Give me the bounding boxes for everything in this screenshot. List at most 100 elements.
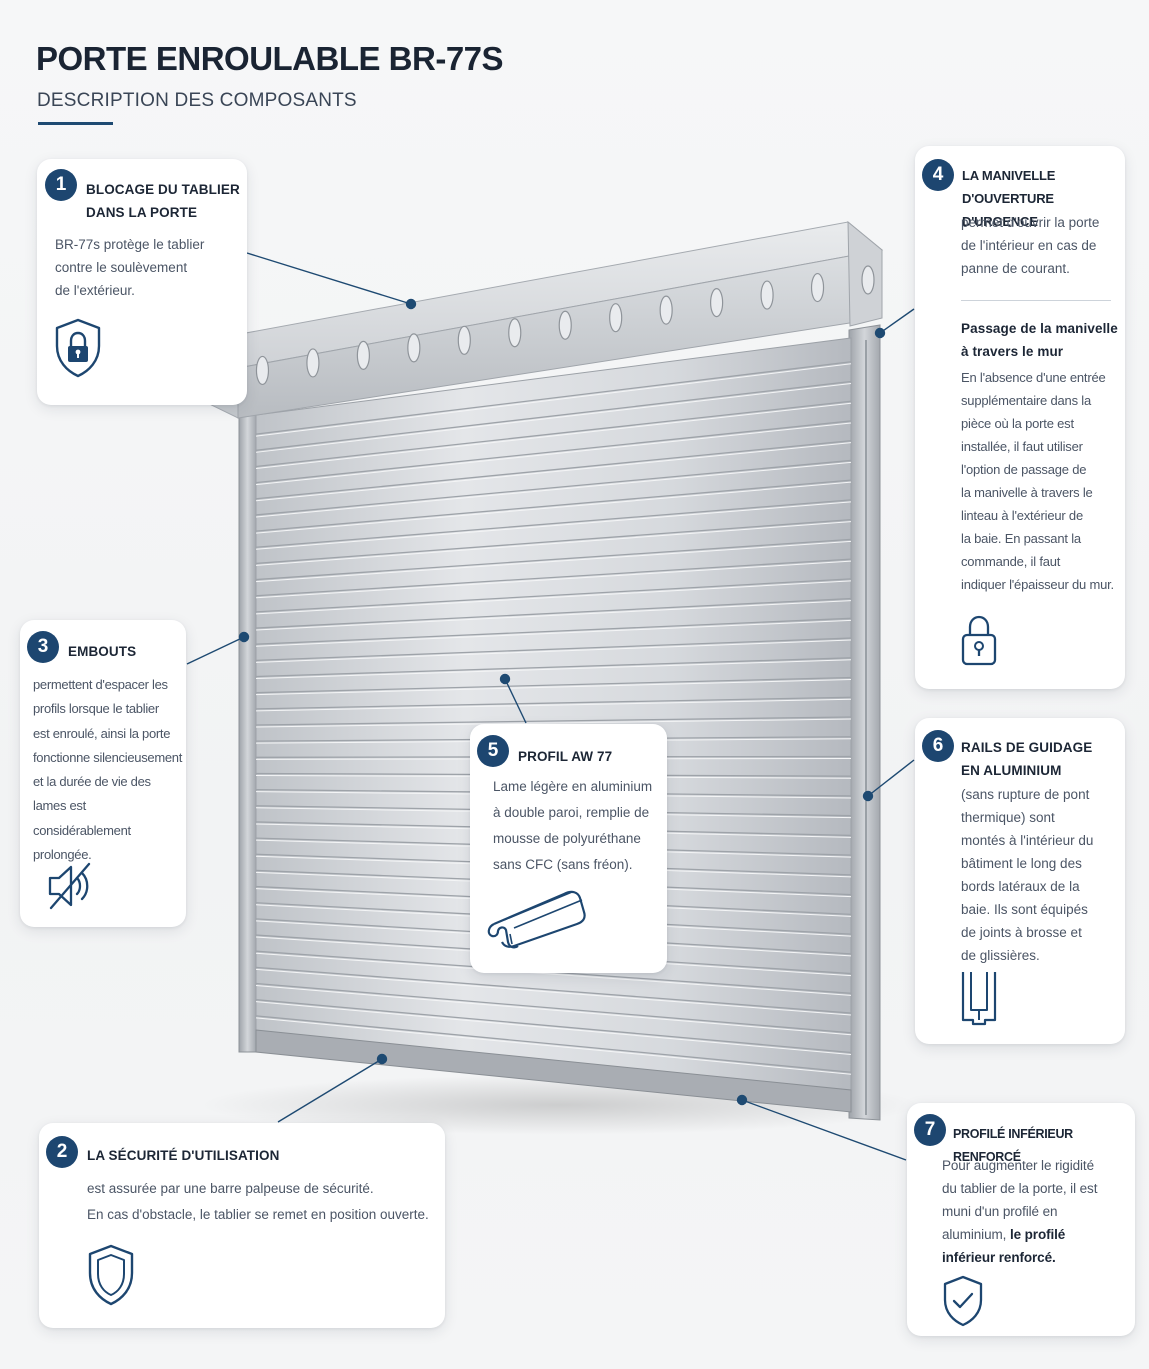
slat-highlight (255, 580, 852, 615)
leader-lines (186, 252, 915, 1161)
component-number-badge: 7 (914, 1114, 946, 1146)
component-card-6: 6 RAILS DE GUIDAGE EN ALUMINIUM (sans ru… (915, 718, 1125, 1044)
leader-line-1 (246, 252, 412, 305)
slat-highlight (255, 363, 852, 437)
component-number-badge: 1 (45, 169, 77, 201)
component-title: RAILS DE GUIDAGE EN ALUMINIUM (961, 740, 1093, 778)
slat-highlight (255, 985, 852, 1036)
shield-icon (88, 1244, 134, 1306)
leader-dot-4 (874, 327, 886, 339)
leader-dot-3 (238, 631, 250, 643)
roller-end-cap (407, 333, 421, 363)
leader-line-7 (741, 1099, 907, 1161)
page-subtitle: DESCRIPTION DES COMPOSANTS (37, 90, 357, 111)
component-title: PROFIL AW 77 (518, 749, 613, 764)
slat-groove (255, 459, 852, 516)
roller-end-cap (356, 340, 370, 370)
slat-highlight (255, 1001, 852, 1056)
title-underline (38, 122, 113, 125)
leader-line-3 (186, 636, 245, 665)
leader-dot-5 (499, 673, 511, 685)
leader-dot-6 (862, 790, 874, 802)
slat-groove (255, 361, 852, 435)
slat-groove (255, 617, 852, 645)
component-title: LA SÉCURITÉ D'UTILISATION (87, 1148, 280, 1163)
slat-highlight (255, 521, 852, 566)
slat-groove (255, 1015, 852, 1073)
slat-groove (255, 518, 852, 565)
slat-groove (255, 999, 852, 1054)
slat-groove (255, 400, 852, 468)
component-card-1: 1 BLOCAGE DU TABLIER DANS LA PORTE BR-77… (37, 159, 247, 405)
slat-highlight (255, 461, 852, 518)
component-card-4: 4 LA MANIVELLE D'OUVERTURE D'URGENCE per… (915, 146, 1125, 689)
leader-dot-1 (405, 298, 417, 310)
component-card-2: 2 LA SÉCURITÉ D'UTILISATION est assurée … (39, 1123, 445, 1328)
component-title: EMBOUTS (68, 644, 137, 659)
roller-end-cap (609, 303, 623, 333)
component-subtitle: Passage de la manivelle à travers le mur (961, 321, 1118, 359)
component-number-badge: 6 (922, 730, 954, 762)
slat-groove (255, 966, 852, 1014)
slat-highlight (255, 560, 852, 599)
slat-highlight (255, 422, 852, 486)
component-card-3: 3 EMBOUTS permettent d'espacer les profi… (20, 620, 186, 927)
left-guide-rail (238, 401, 257, 1053)
slat-groove (255, 696, 852, 710)
roller-end-cap (810, 272, 825, 303)
slat-groove (255, 420, 852, 484)
slat-groove (255, 499, 852, 548)
slat-highlight (255, 402, 852, 469)
slat-groove (255, 597, 852, 629)
slat-groove (255, 479, 852, 532)
roller-end-cap (255, 355, 270, 386)
roller-end-cap (508, 318, 522, 348)
slat-highlight (255, 968, 852, 1016)
slat-highlight (255, 679, 852, 696)
slat-highlight (255, 501, 852, 550)
component-description: BR-77s protège le tablier contre le soul… (55, 237, 205, 298)
slat-highlight (255, 382, 852, 453)
padlock-shield-icon (55, 318, 101, 378)
component-number-badge: 5 (477, 735, 509, 767)
slat-groove (255, 637, 852, 662)
component-description: permettent d'espacer les profils lorsque… (33, 677, 183, 863)
right-guide-rail (848, 324, 881, 1121)
component-description: permet d'ouvrir la porte de l'intérieur … (961, 215, 1100, 276)
page-title: PORTE ENROULABLE BR-77S (36, 40, 504, 77)
roller-end-cap (861, 265, 875, 295)
slat-highlight (255, 481, 852, 534)
component-card-7: 7 PROFILÉ INFÉRIEUR RENFORCÉ Pour augmen… (907, 1103, 1135, 1336)
leader-dot-7 (736, 1094, 748, 1106)
component-number-badge: 3 (27, 631, 59, 663)
card-divider (961, 300, 1111, 301)
roller-end-cap (659, 295, 673, 325)
component-description: (sans rupture de pont thermique) sont mo… (961, 787, 1094, 963)
slat-highlight (255, 619, 852, 647)
slat-highlight (255, 442, 852, 502)
slat-highlight (255, 659, 852, 680)
slat-groove (255, 538, 852, 581)
slat-groove (255, 440, 852, 500)
component-sub-description: En l'absence d'une entrée supplémentaire… (961, 370, 1114, 592)
component-number-badge: 4 (922, 159, 954, 191)
leader-line-5 (504, 678, 527, 724)
slat-highlight (255, 718, 852, 728)
component-number-badge: 2 (46, 1136, 78, 1168)
component-description: Lame légère en aluminium à double paroi,… (493, 779, 653, 872)
roller-end-cap (457, 325, 471, 355)
padlock-icon (961, 615, 997, 666)
roller-end-cap (558, 310, 572, 340)
slat-groove (255, 657, 852, 678)
muted-speaker-icon (48, 862, 91, 910)
slat-highlight (255, 698, 852, 712)
component-description: Pour augmenter le rigidité du tablier de… (942, 1158, 1098, 1265)
roller-end-cap (710, 288, 724, 318)
roller-end-cap (760, 280, 774, 310)
slat-groove (255, 982, 852, 1034)
component-title: PROFILÉ INFÉRIEUR RENFORCÉ (953, 1127, 1073, 1164)
leader-line-6 (867, 759, 915, 797)
shield-check-icon (943, 1275, 983, 1327)
slat-highlight (255, 639, 852, 663)
slat-groove (255, 380, 852, 451)
